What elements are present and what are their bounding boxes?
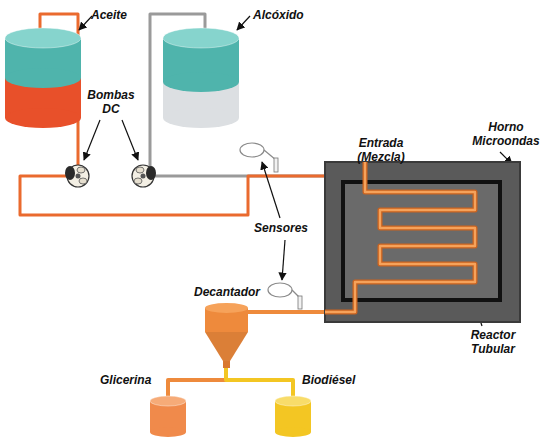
node-label: Horno Microondas [471, 120, 541, 148]
inlet-label: Entrada (Mezcla) [350, 136, 412, 164]
glycerin-tank: Glicerina [100, 373, 190, 439]
pump-label: Bombas DC [86, 88, 136, 116]
tank-bottom [275, 427, 311, 437]
pump-hub [76, 174, 81, 179]
tank-band [163, 72, 239, 92]
tank-bottom [163, 108, 239, 128]
node-label: Alcóxido [253, 8, 319, 22]
tubular-reactor [325, 162, 475, 312]
tank-body [5, 38, 81, 118]
node-label: Glicerina [100, 373, 162, 387]
biodiesel-tank: Biodiésel [270, 373, 362, 439]
tank-bottom [5, 108, 81, 128]
pump-lobe [77, 167, 85, 173]
pipe-connector [248, 310, 325, 314]
node-illustration [5, 4, 145, 132]
node-label: Decantador [192, 285, 262, 299]
tank-band [5, 68, 81, 88]
pump-motor [65, 166, 75, 180]
pump-lobe [79, 178, 87, 184]
dc-pump [132, 165, 156, 187]
leader-arrow [79, 16, 92, 30]
pipe-connector [150, 14, 365, 176]
pump-motor [146, 166, 156, 180]
leader-arrow [262, 162, 280, 218]
sensor-tip [298, 296, 302, 309]
tank-bottom [150, 427, 186, 437]
sensor-probe [240, 143, 278, 172]
tubular-reactor [325, 162, 475, 312]
node-label: Biodiésel [302, 373, 362, 387]
node-illustration [163, 4, 323, 132]
leader-arrow [84, 120, 100, 160]
pipe-connector [226, 368, 293, 397]
alkoxide-tank: Alcóxido [163, 4, 323, 132]
pump-lobe [136, 167, 144, 173]
sensor-label: Sensores [250, 221, 312, 235]
tank-top [163, 28, 239, 48]
reactor-label: Reactor Tubular [462, 328, 524, 356]
decanter-shade [205, 332, 248, 361]
tank-top [275, 396, 311, 406]
tank-top [5, 28, 81, 48]
sensor-probe [268, 283, 302, 309]
leader-arrow [282, 240, 285, 280]
sensor-cable [240, 143, 264, 157]
decanter-cone [205, 332, 248, 361]
sensor-tip [274, 158, 278, 172]
dc-pump [65, 165, 89, 187]
tank-top [150, 396, 186, 406]
leader-arrow [122, 120, 138, 160]
decanter-spout [223, 361, 230, 368]
pump-hub [141, 174, 146, 179]
pipe-connector [168, 368, 226, 397]
oven-housing [325, 162, 520, 322]
pump-lobe [134, 178, 142, 184]
oil-tank: Aceite [5, 4, 145, 132]
leader-arrow [237, 16, 250, 30]
decanter: Decantador [192, 285, 262, 371]
sensor-cable [268, 283, 292, 297]
tank-body [163, 38, 239, 118]
decanter-top [205, 303, 248, 313]
node-label: Aceite [91, 8, 143, 22]
